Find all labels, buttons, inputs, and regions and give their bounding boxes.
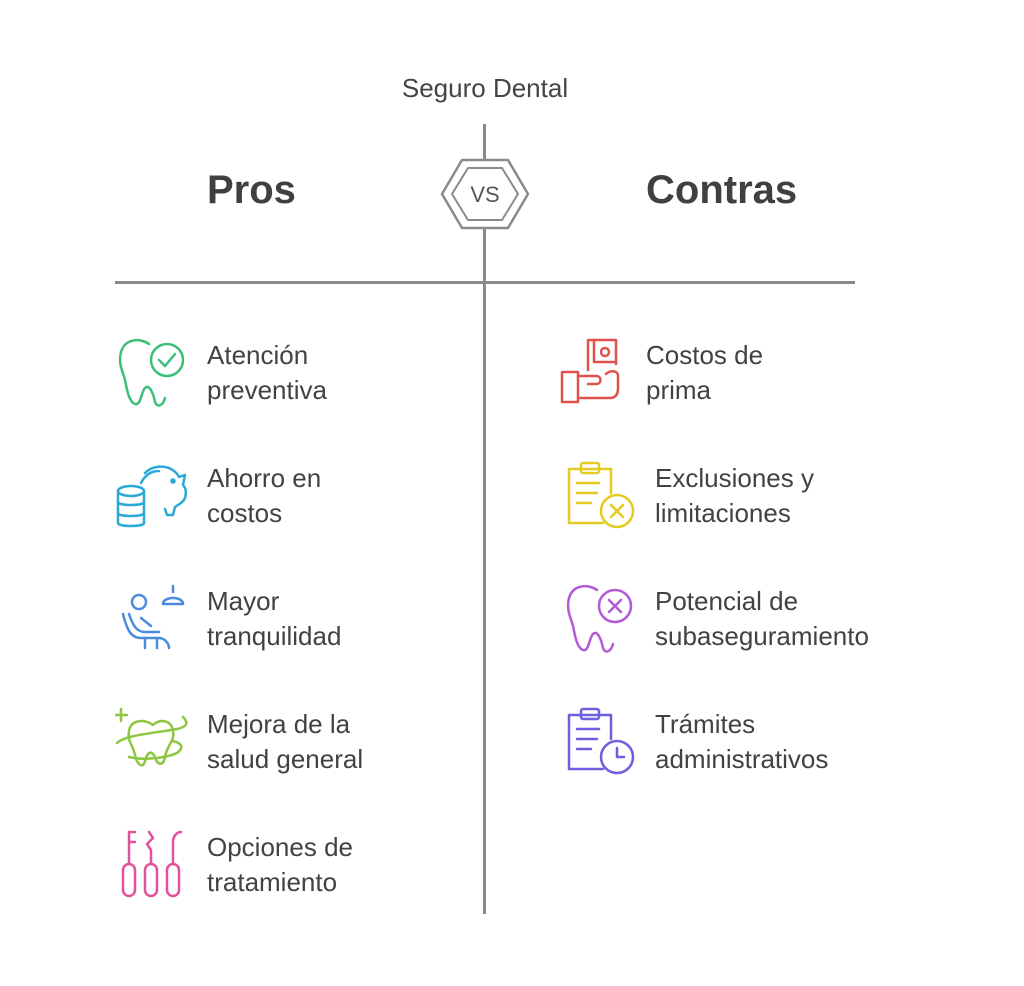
contra-item-1: Costos de prima <box>554 336 763 412</box>
dental-chair-icon <box>115 582 191 658</box>
tooth-x-icon <box>563 582 639 658</box>
pro-item-1-line2: preventiva <box>207 375 327 405</box>
vs-badge: VS <box>438 156 532 232</box>
pro-item-5-line1: Opciones de <box>207 832 353 862</box>
vs-label: VS <box>470 182 499 207</box>
pro-item-2-line2: costos <box>207 498 283 528</box>
pro-item-3: Mayor tranquilidad <box>115 582 341 658</box>
horizontal-divider <box>115 281 855 284</box>
diagram-title: Seguro Dental <box>401 73 569 103</box>
pro-item-2-line1: Ahorro en <box>207 463 322 493</box>
contra-item-4: Trámites administrativos <box>563 705 828 781</box>
pros-heading: Pros <box>207 168 296 212</box>
contra-item-3-line2: subaseguramiento <box>655 621 869 651</box>
contra-item-2: Exclusiones y limitaciones <box>563 459 814 535</box>
pro-item-2: Ahorro en costos <box>115 459 321 535</box>
clipboard-x-icon <box>563 459 639 535</box>
clipboard-clock-icon <box>563 705 639 781</box>
pro-item-5: Opciones de tratamiento <box>115 828 353 904</box>
pro-item-3-line1: Mayor <box>207 586 280 616</box>
pro-item-4: Mejora de la salud general <box>115 705 363 781</box>
pro-item-1: Atención preventiva <box>115 336 327 412</box>
pro-item-1-line1: Atención <box>207 340 309 370</box>
contra-item-1-line1: Costos de <box>646 340 764 370</box>
contra-item-2-line2: limitaciones <box>655 498 791 528</box>
contra-item-2-line1: Exclusiones y <box>655 463 814 493</box>
hand-money-icon <box>554 336 630 412</box>
dental-tools-icon <box>115 828 191 904</box>
contras-heading: Contras <box>646 168 798 212</box>
contra-item-4-line2: administrativos <box>655 744 829 774</box>
contra-item-4-line1: Trámites <box>655 709 756 739</box>
pro-item-4-line2: salud general <box>207 744 364 774</box>
tooth-check-icon <box>115 336 191 412</box>
pro-item-3-line2: tranquilidad <box>207 621 342 651</box>
contra-item-3-line1: Potencial de <box>655 586 799 616</box>
vertical-divider <box>483 124 486 914</box>
piggy-bank-coins-icon <box>115 459 191 535</box>
contra-item-1-line2: prima <box>646 375 712 405</box>
healthy-tooth-icon <box>115 705 191 781</box>
contra-item-3: Potencial de subaseguramiento <box>563 582 869 658</box>
pro-item-4-line1: Mejora de la <box>207 709 351 739</box>
pro-item-5-line2: tratamiento <box>207 867 338 897</box>
